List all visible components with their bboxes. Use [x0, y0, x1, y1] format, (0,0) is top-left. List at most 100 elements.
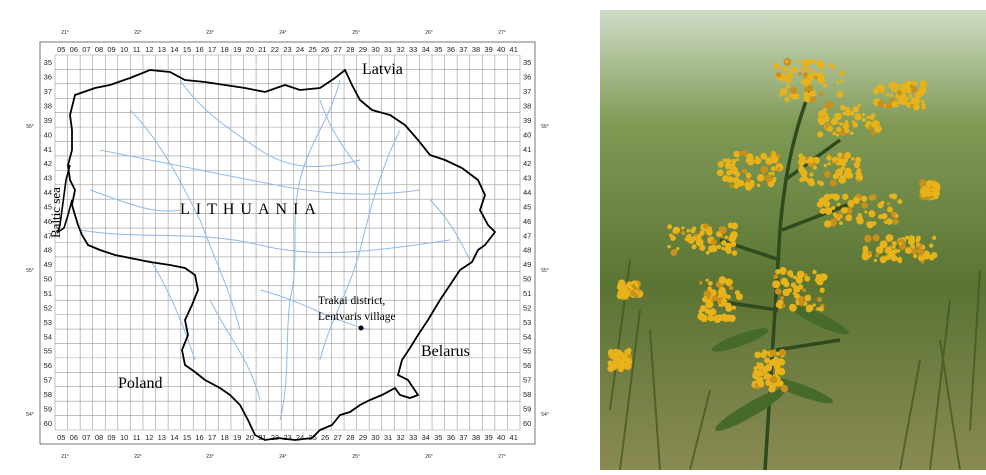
flower-head	[921, 85, 926, 89]
flower-head	[832, 156, 838, 163]
longitude-label: 26°	[425, 454, 433, 460]
longitude-label: 24°	[279, 454, 287, 460]
flower-head	[762, 349, 767, 354]
flower-head	[917, 248, 925, 256]
river	[429, 199, 471, 261]
flower-head	[896, 249, 901, 253]
longitude-labels-top: 21°22°23°24°25°26°27°	[61, 30, 506, 36]
grid-row-label: 40	[523, 130, 531, 139]
flower-head	[894, 103, 899, 108]
flower-head	[768, 171, 772, 176]
grid-row-label: 42	[523, 159, 531, 168]
flower-head	[798, 153, 804, 159]
flower-head	[932, 235, 937, 240]
flower-head	[842, 112, 846, 116]
flower-head	[921, 260, 925, 264]
grid-row-label: 43	[523, 174, 531, 183]
flower-head	[722, 175, 729, 182]
flower-head	[781, 66, 788, 72]
flower-head	[733, 183, 739, 189]
flower-head	[880, 201, 884, 205]
flower-head	[708, 312, 712, 317]
longitude-label: 26°	[425, 30, 433, 36]
flower-head	[875, 120, 881, 126]
country-label: LITHUANIA	[180, 201, 322, 218]
grid-row-label: 39	[44, 116, 52, 125]
flower-head	[819, 208, 826, 215]
flower-head	[691, 244, 697, 250]
flower-head	[861, 113, 866, 117]
latitude-label: 55°	[26, 268, 34, 274]
flower-head	[731, 162, 736, 167]
flower-head	[721, 246, 725, 250]
flower-head	[841, 193, 849, 200]
grid-row-label: 35	[44, 58, 52, 67]
flower-head	[852, 196, 860, 205]
grid-column-label: 15	[183, 433, 191, 442]
grid-column-label: 10	[120, 433, 128, 442]
flower-head	[769, 152, 773, 156]
flower-head	[834, 214, 839, 219]
flower-head	[847, 172, 854, 179]
utm-grid	[39, 41, 536, 445]
flower-head	[854, 113, 862, 121]
flower-head	[879, 256, 887, 264]
flower-head	[717, 161, 724, 168]
flower-head	[778, 93, 783, 97]
flower-head	[623, 362, 632, 371]
grid-row-label: 48	[44, 246, 52, 255]
grid-column-label: 36	[447, 433, 455, 442]
flower-head	[921, 194, 925, 198]
flower-head	[667, 244, 671, 249]
grid-row-label: 36	[523, 73, 531, 82]
flower-head	[916, 243, 920, 247]
flower-head	[818, 118, 826, 126]
flower-head	[831, 205, 836, 211]
flower-head	[764, 357, 771, 364]
flower-head	[861, 117, 867, 122]
flower-head	[823, 107, 827, 112]
flower-head	[875, 246, 884, 254]
flower-head	[914, 103, 920, 109]
flower-head	[703, 223, 709, 229]
flower-head	[779, 266, 787, 275]
flower-head	[886, 218, 893, 225]
flower-head	[790, 282, 797, 288]
flower-head	[760, 152, 768, 160]
grid-column-label: 14	[170, 433, 178, 442]
grid-row-label: 51	[523, 289, 531, 298]
curonian-spit	[56, 164, 73, 234]
flower-head	[769, 375, 778, 384]
flower-head	[806, 67, 812, 73]
grid-row-label: 52	[44, 303, 52, 312]
flower-head	[889, 256, 894, 260]
grid-row-label: 41	[523, 145, 531, 154]
flower-head	[834, 173, 839, 177]
flower-head	[897, 199, 903, 205]
flower-head	[773, 274, 779, 280]
grid-row-label: 55	[523, 347, 531, 356]
flower-head	[626, 347, 632, 354]
flower-head	[810, 96, 817, 103]
grid-row-label: 51	[44, 289, 52, 298]
grid-row-labels-right: 3536373839404142434445464748495051525354…	[523, 58, 531, 428]
flower-head	[913, 253, 918, 259]
flower-head	[785, 59, 789, 64]
flower-head	[920, 99, 925, 104]
flower-head	[609, 348, 613, 353]
flower-head	[793, 93, 800, 100]
poland-label: Poland	[118, 375, 162, 392]
flower-head	[833, 117, 837, 121]
flower-head	[852, 122, 858, 128]
grid-column-label: 32	[396, 433, 404, 442]
site-label-line2: Lentvaris village	[318, 311, 396, 323]
flower-head	[703, 295, 708, 300]
flower-head	[779, 73, 788, 82]
flower-head	[696, 234, 702, 240]
grid-column-label: 30	[371, 433, 379, 442]
flower-head	[774, 367, 780, 372]
flower-head	[870, 194, 877, 201]
grid-column-label: 22	[271, 45, 279, 54]
grid-column-label: 15	[183, 45, 191, 54]
